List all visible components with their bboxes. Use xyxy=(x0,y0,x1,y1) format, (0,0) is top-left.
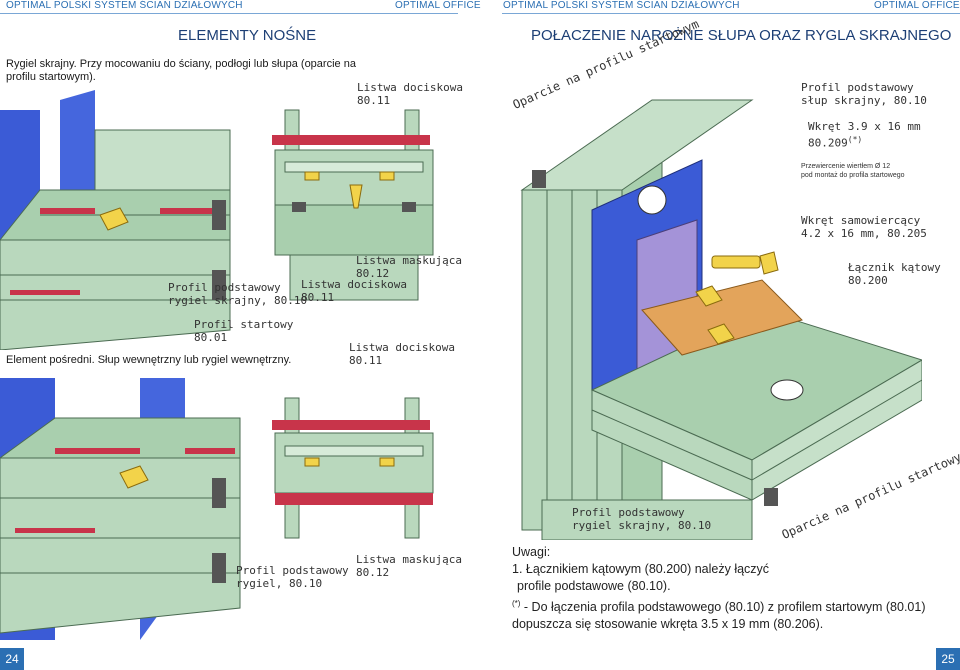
caption-element-posredni: Element pośredni. Słup wewnętrzny lub ry… xyxy=(6,354,292,366)
label-listwa-maskujaca-2: Listwa maskująca 80.12 xyxy=(356,553,462,579)
notes-block: Uwagi: 1. Łącznikiem kątowym (80.200) na… xyxy=(512,544,926,633)
rygiel-skrajny-illustration xyxy=(0,90,460,350)
label-wkret: Wkręt 3.9 x 16 mm 80.209(*) xyxy=(808,120,921,150)
header-brand-left: OPTIMAL OFFICE xyxy=(395,0,481,11)
header-series-left: OPTIMAL POLSKI SYSTEM ŚCIAN DZIAŁOWYCH xyxy=(6,0,243,11)
page-number-right: 25 xyxy=(936,648,960,670)
notes-line-2: profile podstawowe (80.10). xyxy=(517,579,671,593)
notes-line-1: 1. Łącznikiem kątowym (80.200) należy łą… xyxy=(512,562,770,576)
intro-line-2: profilu startowym). xyxy=(6,71,96,83)
header-rule-right xyxy=(502,13,960,14)
label-listwa-dociskowa-mid: Listwa dociskowa 80.11 xyxy=(301,278,407,304)
header-series-right: OPTIMAL POLSKI SYSTEM ŚCIAN DZIAŁOWYCH xyxy=(503,0,740,11)
label-listwa-maskujaca-1: Listwa maskująca 80.12 xyxy=(356,254,462,280)
left-page-title: ELEMENTY NOŚNE xyxy=(178,27,317,44)
element-posredni-illustration xyxy=(0,378,434,640)
header-brand-right: OPTIMAL OFFICE xyxy=(874,0,960,11)
header-rule-left xyxy=(0,13,458,14)
label-rygiel-skrajny-right: Profil podstawowy rygiel skrajny, 80.10 xyxy=(572,506,712,532)
label-profil-rygiel-skrajny: Profil podstawowy rygiel skrajny, 80.10 xyxy=(168,281,308,307)
label-listwa-dociskowa-top: Listwa dociskowa 80.11 xyxy=(357,81,463,107)
notes-heading: Uwagi: xyxy=(512,545,551,559)
label-slup-skrajny: Profil podstawowy słup skrajny, 80.10 xyxy=(801,81,927,107)
right-page-title: POŁACZENIE NAROŻNE SŁUPA ORAZ RYGLA SKRA… xyxy=(531,27,952,44)
label-przewiercenie: Przewiercenie wiertłem Ø 12 pod montaż d… xyxy=(801,163,905,179)
page-number-left: 24 xyxy=(0,648,24,670)
corner-connection-illustration xyxy=(520,99,922,540)
label-lacznik-katowy: Łącznik kątowy 80.200 xyxy=(848,261,941,287)
label-profil-startowy: Profil startowy 80.01 xyxy=(194,318,294,344)
intro-line-1: Rygiel skrajny. Przy mocowaniu do ściany… xyxy=(6,58,356,70)
notes-line-4: dopuszcza się stosowanie wkręta 3.5 x 19… xyxy=(512,617,824,632)
label-wkret-samowiercacy: Wkręt samowiercący 4.2 x 16 mm, 80.205 xyxy=(801,214,927,240)
label-profil-rygiel: Profil podstawowy rygiel, 80.10 xyxy=(236,564,349,590)
notes-line-3: (*) - Do łączenia profila podstawowego (… xyxy=(512,599,926,615)
label-listwa-dociskowa-low: Listwa dociskowa 80.11 xyxy=(349,341,455,367)
